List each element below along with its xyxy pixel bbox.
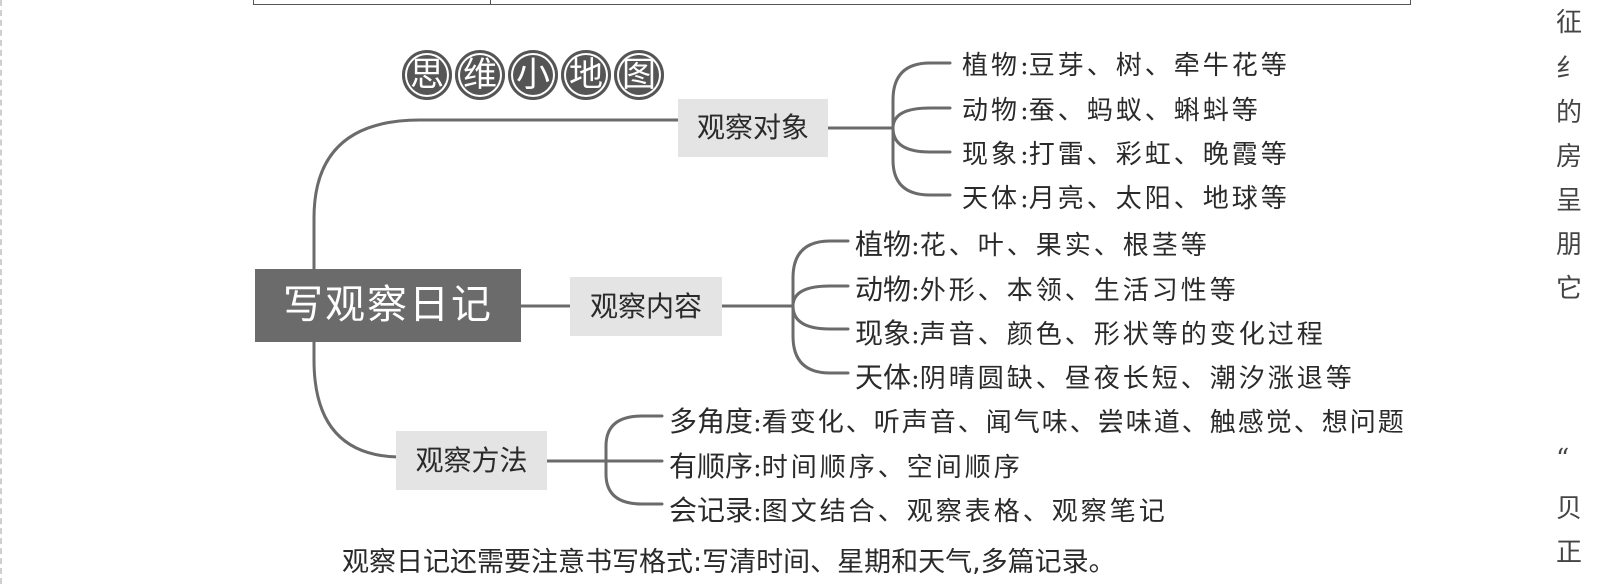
right-char-2: 纟 bbox=[1556, 54, 1583, 84]
objects-leaf-4: 天体:月亮、太阳、地球等 bbox=[962, 184, 1290, 214]
footer-note: 观察日记还需要注意书写格式:写清时间、星期和天气,多篇记录。 bbox=[342, 547, 1116, 578]
table-fragment-above bbox=[253, 0, 1411, 5]
objects-leaf-2: 动物:蚕、蚂蚁、蝌蚪等 bbox=[962, 96, 1261, 126]
badge-char-2: 维 bbox=[455, 50, 505, 100]
objects-leaf-3: 现象:打雷、彩虹、晚霞等 bbox=[962, 140, 1290, 170]
methods-leaf-2: 有顺序:时间顺序、空间顺序 bbox=[669, 450, 1023, 483]
page-edge-dashed-line bbox=[0, 0, 2, 584]
connector-root-objects bbox=[312, 118, 680, 271]
badge-char-1: 思 bbox=[402, 50, 452, 100]
right-char-8: “ bbox=[1556, 444, 1570, 474]
category-methods: 观察方法 bbox=[396, 431, 547, 490]
content-leaf-1: 植物:花、叶、果实、根茎等 bbox=[855, 228, 1210, 261]
branch-objects-2 bbox=[891, 106, 952, 130]
content-leaf-4: 天体:阴晴圆缺、昼夜长短、潮汐涨退等 bbox=[855, 361, 1355, 394]
branch-objects-3 bbox=[891, 126, 952, 154]
root-node: 写观察日记 bbox=[255, 269, 521, 342]
methods-leaf-1: 多角度:看变化、听声音、闻气味、尝味道、触感觉、想问题 bbox=[669, 405, 1406, 438]
content-leaf-2: 动物:外形、本领、生活习性等 bbox=[855, 273, 1239, 306]
right-char-4: 房 bbox=[1556, 142, 1583, 172]
bracket-objects bbox=[891, 61, 952, 197]
category-content: 观察内容 bbox=[570, 277, 722, 336]
right-char-10: 正 bbox=[1556, 538, 1583, 568]
bracket-content bbox=[791, 239, 850, 375]
connector-root-methods bbox=[312, 340, 400, 459]
badge-char-4: 地 bbox=[561, 50, 611, 100]
badge-char-3: 小 bbox=[508, 50, 558, 100]
right-char-6: 朋 bbox=[1556, 230, 1583, 260]
right-char-3: 的 bbox=[1556, 98, 1583, 128]
content-leaf-3: 现象:声音、颜色、形状等的变化过程 bbox=[855, 317, 1326, 350]
right-char-9: 贝 bbox=[1556, 494, 1583, 524]
branch-content-3 bbox=[791, 304, 850, 331]
right-char-7: 它 bbox=[1556, 274, 1583, 304]
category-objects: 观察对象 bbox=[678, 99, 828, 157]
branch-content-2 bbox=[791, 284, 850, 308]
right-char-1: 征 bbox=[1556, 8, 1583, 38]
methods-leaf-3: 会记录:图文结合、观察表格、观察笔记 bbox=[669, 494, 1168, 527]
right-char-5: 呈 bbox=[1556, 186, 1583, 216]
badge-char-5: 图 bbox=[614, 50, 664, 100]
objects-leaf-1: 植物:豆芽、树、牵牛花等 bbox=[962, 51, 1290, 81]
